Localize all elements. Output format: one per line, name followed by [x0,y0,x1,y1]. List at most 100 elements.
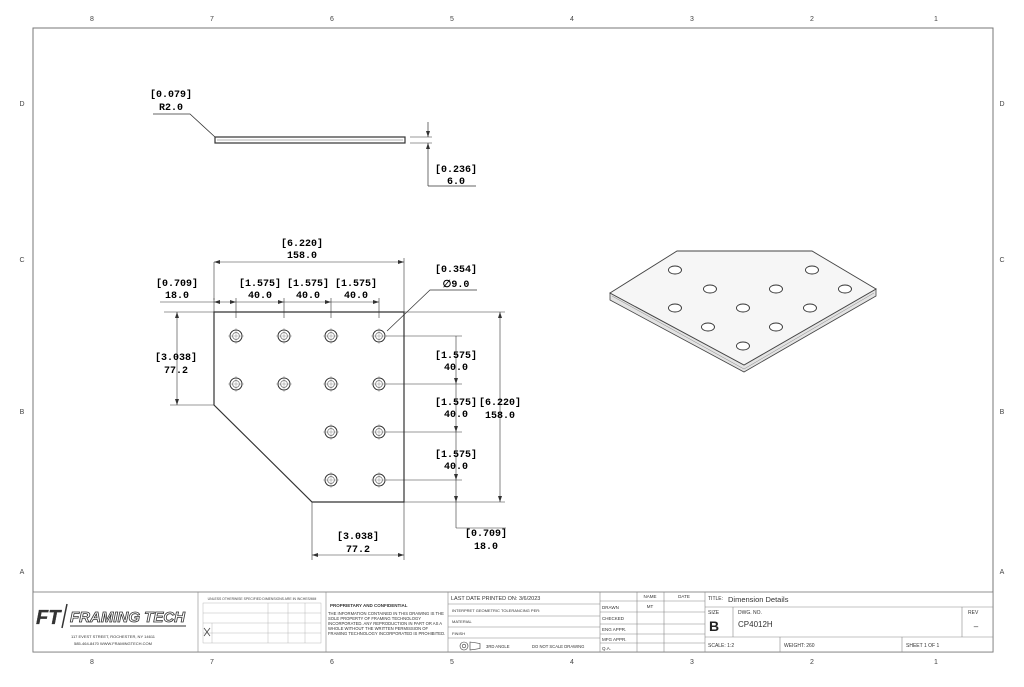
drawn-name: MT [647,604,654,609]
bottom-offset-inch: [0.709] [465,528,507,540]
last-printed: LAST DATE PRINTED ON: 3/6/2023 [451,596,540,602]
zone-col-4-bottom: 4 [570,659,574,666]
overall-width-inch: [6.220] [281,238,323,250]
hole-centerline [371,376,387,392]
zone-col-1: 1 [934,16,938,23]
zone-row-d-right: D [999,101,1004,108]
header-date: DATE [678,594,690,599]
iso-hole [803,303,817,313]
interpret-label: INTERPRET GEOMETRIC TOLERANCING PER: [452,608,540,613]
isometric-view [609,250,877,373]
tolerance-header: UNLESS OTHERWISE SPECIFIED DIMENSIONS AR… [208,597,317,601]
zone-col-2: 2 [810,16,814,23]
zone-row-b: B [20,409,25,416]
chamfer-height-inch: [3.038] [155,352,197,364]
hole-centerline [323,424,339,440]
zone-col-1-bottom: 1 [934,659,938,666]
overall-width-mm: 158.0 [287,251,317,262]
pitch-1-mm: 40.0 [248,291,272,302]
iso-hole [703,284,717,294]
pitch-v2-inch: [1.575] [435,397,477,409]
radius-leader [153,113,216,138]
top-view: [6.220] 158.0 [0.709] 18.0 [1.575] 40.0 … [155,238,521,560]
rev-value: – [974,622,979,631]
iso-hole [668,303,682,313]
edge-offset-mm: 18.0 [165,291,189,302]
material-label: MATERIAL [452,619,472,624]
zone-col-8-bottom: 8 [90,659,94,666]
iso-hole [805,265,819,275]
scale-value: SCALE: 1:2 [708,643,734,649]
zone-row-d: D [19,101,24,108]
proprietary-title: PROPRIETARY AND CONFIDENTIAL [330,603,408,608]
mfg-appr-label: MFG APPR. [602,637,627,642]
qa-label: Q.A. [602,646,611,651]
title-value: Dimension Details [728,595,789,604]
do-not-scale: DO NOT SCALE DRAWING [532,644,584,649]
rev-label: REV [968,610,979,616]
radius-dim-mm: R2.0 [159,103,183,114]
overall-height-mm: 158.0 [485,411,515,422]
overall-height-inch: [6.220] [479,397,521,409]
weight-value: WEIGHT: 260 [784,643,815,649]
zone-row-b-right: B [1000,409,1005,416]
iso-hole [668,265,682,275]
pitch-1-inch: [1.575] [239,278,281,290]
iso-hole [769,322,783,332]
pitch-v3-inch: [1.575] [435,449,477,461]
pitch-v1-mm: 40.0 [444,363,468,374]
zone-col-7: 7 [210,16,214,23]
zone-markers-left: D C B A [19,101,24,576]
chamfer-width-mm: 77.2 [346,545,370,556]
pitch-3-mm: 40.0 [344,291,368,302]
hole-centerline [371,472,387,488]
company-address: 117 EVEST STREET, ROCHESTER, NY 14611 [71,634,156,639]
zone-col-7-bottom: 7 [210,659,214,666]
hole-centerline [323,472,339,488]
hole-centerline [276,376,292,392]
side-view: [0.079] R2.0 [0.236] 6.0 [150,89,477,188]
zone-col-5: 5 [450,16,454,23]
framing-tech-logo: FT FRAMING TECH [36,603,187,629]
dwg-label: DWG. NO. [738,610,762,616]
zone-row-c-right: C [999,257,1004,264]
size-value: B [709,618,719,634]
chamfer-height-mm: 77.2 [164,366,188,377]
radius-dim-inch: [0.079] [150,89,192,101]
iso-hole [701,322,715,332]
iso-hole [736,303,750,313]
zone-col-5-bottom: 5 [450,659,454,666]
chamfer-width-inch: [3.038] [337,531,379,543]
logo-name: FRAMING TECH [70,609,186,626]
pitch-v1-inch: [1.575] [435,350,477,362]
hole-centerline [323,376,339,392]
iso-holes [668,265,852,351]
zone-row-c: C [19,257,24,264]
zone-col-8: 8 [90,16,94,23]
zone-markers-top: 8 7 6 5 4 3 2 1 [90,16,938,23]
finish-label: FINISH [452,631,465,636]
zone-col-4: 4 [570,16,574,23]
pitch-3-inch: [1.575] [335,278,377,290]
sheet-value: SHEET 1 OF 1 [906,643,939,649]
dwg-value: CP4012H [738,620,773,629]
zone-markers-bottom: 8 7 6 5 4 3 2 1 [90,659,938,666]
zone-col-2-bottom: 2 [810,659,814,666]
edge-offset-inch: [0.709] [156,278,198,290]
hole-centerline [323,328,339,344]
hole-centerline [371,328,387,344]
logo-ft: FT [36,607,62,629]
hole-dia-mm: ∅9.0 [443,279,470,291]
hole-centerline [276,328,292,344]
drawn-label: DRAWN [602,605,619,610]
checked-label: CHECKED [602,616,625,621]
zone-markers-right: D C B A [999,101,1004,576]
title-block: FT FRAMING TECH 117 EVEST STREET, ROCHES… [32,591,994,653]
iso-hole [838,284,852,294]
mounting-holes [228,328,387,488]
eng-appr-label: ENG APPR. [602,627,626,632]
hole-centerline [228,328,244,344]
pitch-v3-mm: 40.0 [444,462,468,473]
header-name: NAME [643,594,656,599]
